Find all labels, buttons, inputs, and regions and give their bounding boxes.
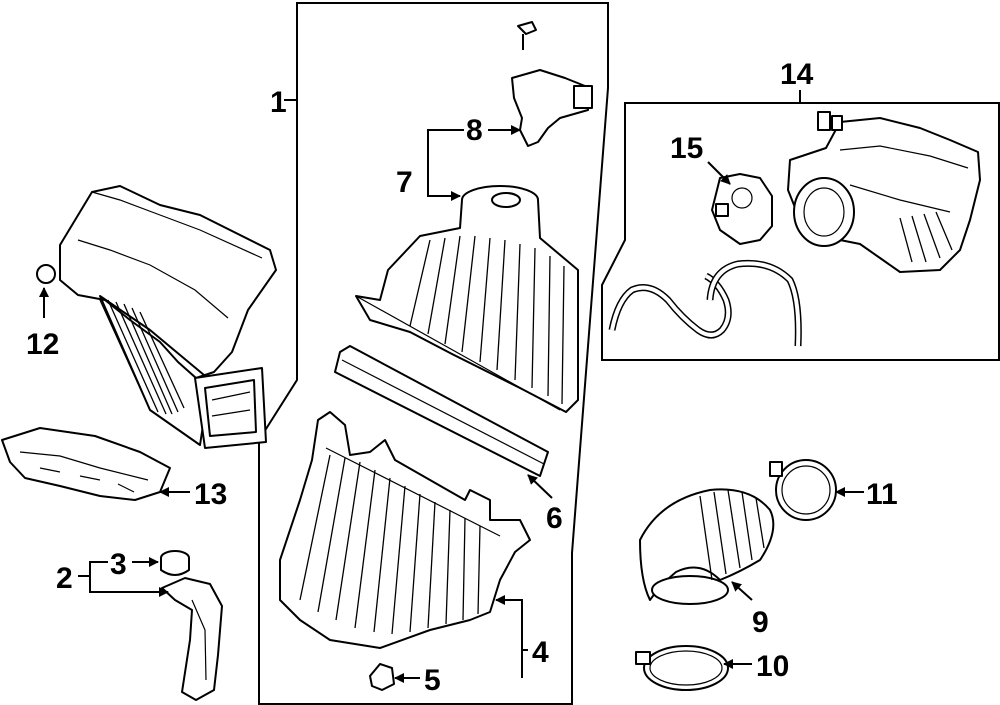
callout-1: 1	[270, 86, 287, 119]
splash-shield	[1, 427, 171, 501]
air-flow-sensor	[511, 21, 593, 147]
hose-clamp-lower	[635, 645, 729, 691]
callout-15: 15	[670, 132, 703, 165]
air-cleaner-cover	[355, 185, 579, 413]
callout-4: 4	[532, 636, 549, 669]
vacuum-hose	[608, 259, 802, 347]
callout-10: 10	[756, 650, 789, 683]
control-valve	[711, 173, 773, 245]
assembly-outline-1	[258, 2, 609, 705]
callout-14: 14	[780, 58, 814, 91]
callout-12: 12	[26, 328, 59, 361]
housing-clip	[369, 663, 395, 691]
air-filter-element	[334, 345, 549, 477]
callout-3: 3	[110, 548, 127, 581]
callout-8: 8	[466, 114, 483, 147]
callout-7: 7	[396, 166, 413, 199]
callout-11: 11	[866, 478, 898, 511]
intake-hose	[639, 488, 775, 605]
air-cleaner-lower-housing	[279, 411, 531, 649]
callout-2: 2	[56, 562, 73, 595]
throttle-body-assembly	[787, 111, 981, 273]
air-intake-duct	[36, 185, 277, 449]
assembly-outline-14	[601, 102, 1000, 361]
callout-6: 6	[546, 502, 563, 535]
grommet	[160, 550, 190, 576]
callout-13: 13	[194, 478, 227, 511]
hose-clamp-upper	[769, 459, 837, 521]
callout-9: 9	[752, 606, 769, 639]
callout-5: 5	[424, 664, 441, 697]
mounting-bracket	[161, 577, 223, 701]
